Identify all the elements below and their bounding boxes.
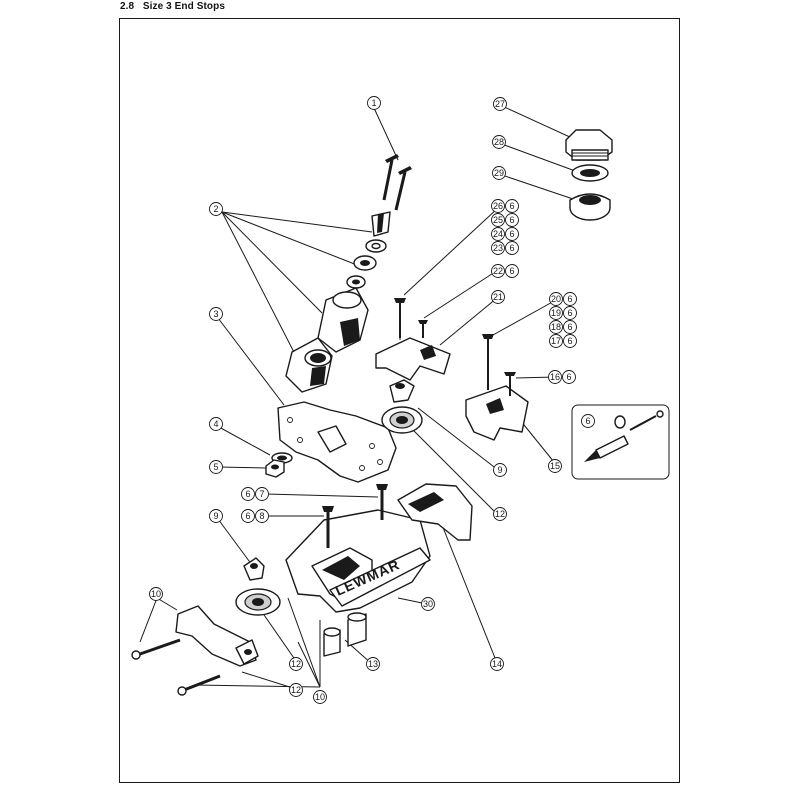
callout-16: 16	[550, 372, 560, 382]
callout-17-6: 6	[567, 336, 572, 346]
part-30-main-body: LEWMAR	[285, 484, 431, 613]
callout-19-6: 6	[567, 308, 572, 318]
callout-19: 19	[551, 308, 561, 318]
leader-lines	[139, 104, 579, 690]
callout-25: 25	[493, 215, 503, 225]
callout-inset-6: 6	[585, 416, 590, 426]
callout-24-6: 6	[509, 229, 514, 239]
part-15-bracket	[465, 334, 529, 441]
callout-13: 13	[368, 659, 378, 669]
callout-2: 2	[213, 204, 218, 214]
part-2-pin-assembly	[285, 211, 391, 393]
callout-16-6: 6	[566, 372, 571, 382]
callout-26: 26	[493, 201, 503, 211]
part-10-fittings	[131, 605, 259, 696]
callout-17: 17	[551, 336, 561, 346]
callout-24: 24	[493, 229, 503, 239]
diagram-frame	[119, 18, 680, 783]
callout-27: 27	[495, 99, 505, 109]
callout-9-right: 9	[497, 465, 502, 475]
part-13-spacers	[323, 612, 367, 657]
callout-25-6: 6	[509, 215, 514, 225]
callout-4: 4	[213, 419, 218, 429]
callout-30: 30	[423, 599, 433, 609]
callout-26-6: 6	[509, 201, 514, 211]
callout-23-6: 6	[509, 243, 514, 253]
callout-22: 22	[493, 266, 503, 276]
callout-22-6: 6	[509, 266, 514, 276]
callout-12-right: 12	[495, 509, 505, 519]
callout-8: 8	[259, 511, 264, 521]
part-29-bush	[569, 193, 611, 221]
callout-14: 14	[492, 659, 502, 669]
part-21-bracket	[375, 298, 451, 381]
callout-15: 15	[550, 461, 560, 471]
callout-6-top: 6	[245, 489, 250, 499]
callout-6-bottom: 6	[245, 511, 250, 521]
part-14-cover	[397, 483, 473, 541]
callout-1: 1	[371, 98, 376, 108]
page-title: 2.8 Size 3 End Stops	[120, 1, 226, 12]
callout-29: 29	[494, 168, 504, 178]
part-9-sheave-upper	[389, 379, 415, 403]
part-12-bearing-upper	[381, 406, 423, 434]
callout-3: 3	[213, 309, 218, 319]
callout-18: 18	[551, 322, 561, 332]
part-27-cap	[565, 129, 613, 161]
callout-21: 21	[493, 292, 503, 302]
part-3-plate	[277, 401, 397, 483]
part-12-bearing-lower	[235, 588, 281, 616]
part-1-screws	[382, 154, 412, 211]
callouts: 1 2 3 4 5 6 7 6 8 9 9 10 10 12 12 12 13 …	[149, 96, 595, 704]
callout-7: 7	[259, 489, 264, 499]
callout-12-lower: 12	[291, 659, 301, 669]
inset-detail-part-6	[571, 404, 670, 480]
part-28-washer	[571, 164, 609, 182]
callout-9-left: 9	[213, 511, 218, 521]
callout-23: 23	[493, 243, 503, 253]
callout-10-left: 10	[151, 589, 161, 599]
part-5-nut	[265, 459, 285, 478]
callout-12-bottom: 12	[291, 685, 301, 695]
callout-18-6: 6	[567, 322, 572, 332]
callout-28: 28	[494, 137, 504, 147]
callout-20-6: 6	[567, 294, 572, 304]
part-9-sheave-lower	[243, 557, 265, 581]
callout-20: 20	[551, 294, 561, 304]
callout-10-bottom: 10	[315, 692, 325, 702]
callout-5: 5	[213, 462, 218, 472]
